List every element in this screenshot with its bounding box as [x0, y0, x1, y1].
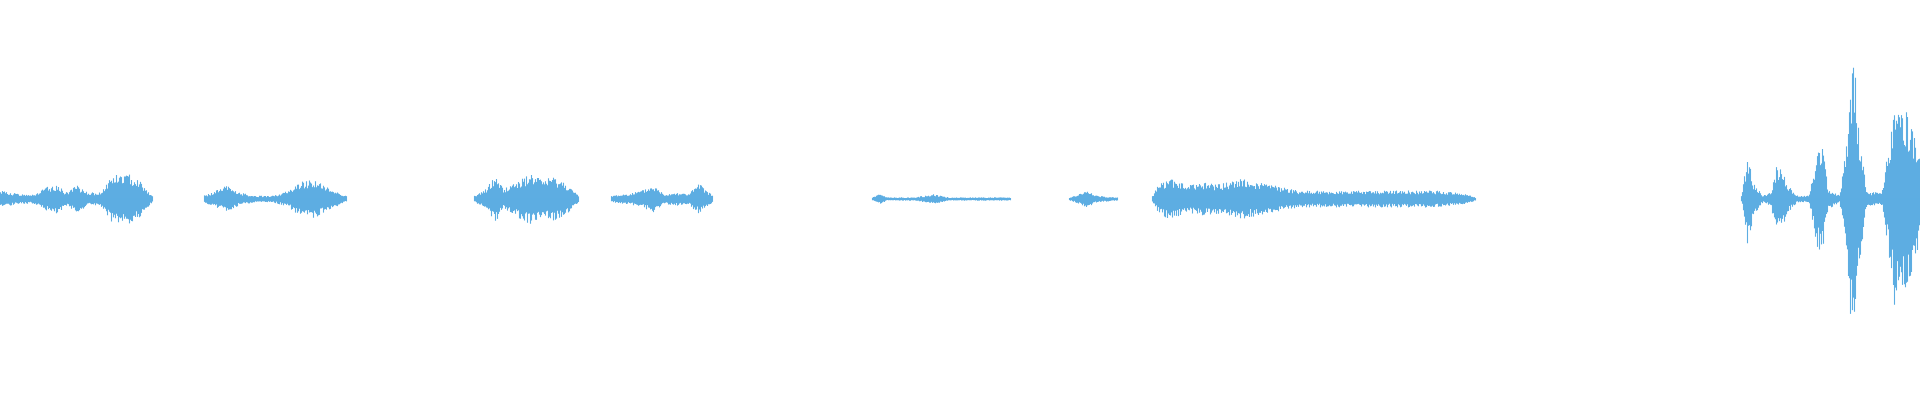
- waveform-segment-1: [0, 174, 154, 224]
- waveform-segment-4: [610, 184, 714, 214]
- waveform-segment-6: [1068, 191, 1119, 207]
- waveform-segment-8: [1740, 67, 1920, 314]
- waveform-path-segment-8: [1740, 67, 1920, 314]
- waveform-segment-2: [203, 180, 348, 218]
- waveform-segment-3: [473, 175, 580, 224]
- waveform-segment-7: [1151, 179, 1477, 219]
- waveform-segment-5: [871, 194, 1012, 204]
